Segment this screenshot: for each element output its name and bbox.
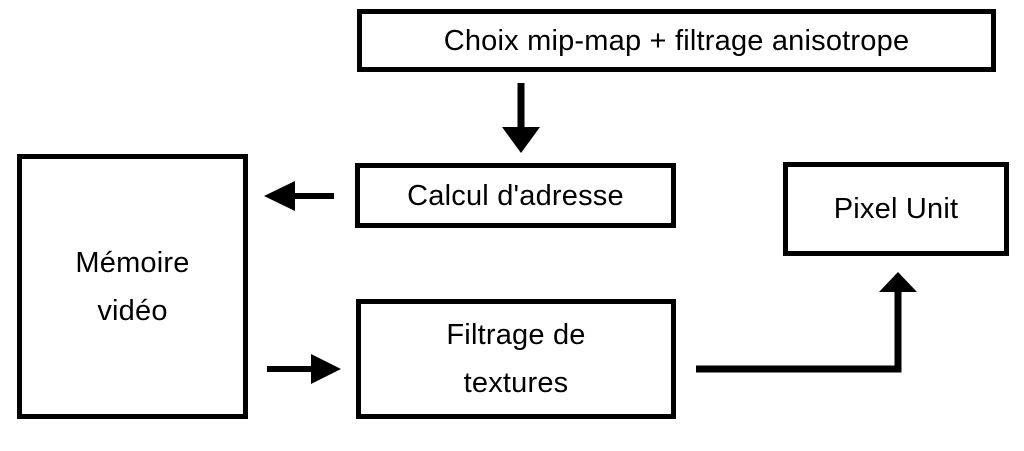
arrow-left-icon: [264, 181, 334, 211]
node-label: Choix mip-map + filtrage anisotrope: [443, 24, 910, 57]
node-label: Mémoire vidéo: [22, 239, 243, 335]
node-pixel-unit: Pixel Unit: [783, 162, 1009, 256]
node-label-line: vidéo: [97, 294, 168, 327]
node-label: Filtrage de textures: [361, 311, 671, 407]
arrow-elbow-up-icon: [696, 272, 917, 373]
node-filtrage-textures: Filtrage de textures: [356, 299, 676, 419]
arrow-down-icon: [502, 83, 540, 153]
node-label: Pixel Unit: [833, 193, 959, 225]
node-label-line: textures: [463, 367, 569, 399]
node-label: Calcul d'adresse: [407, 179, 624, 212]
node-label-line: Mémoire: [75, 246, 190, 279]
node-memoire-video: Mémoire vidéo: [17, 154, 248, 419]
node-label-line: Filtrage de: [446, 319, 586, 351]
node-choix-mipmap: Choix mip-map + filtrage anisotrope: [357, 9, 996, 72]
arrow-right-icon: [267, 354, 341, 384]
node-calcul-adresse: Calcul d'adresse: [355, 163, 676, 228]
